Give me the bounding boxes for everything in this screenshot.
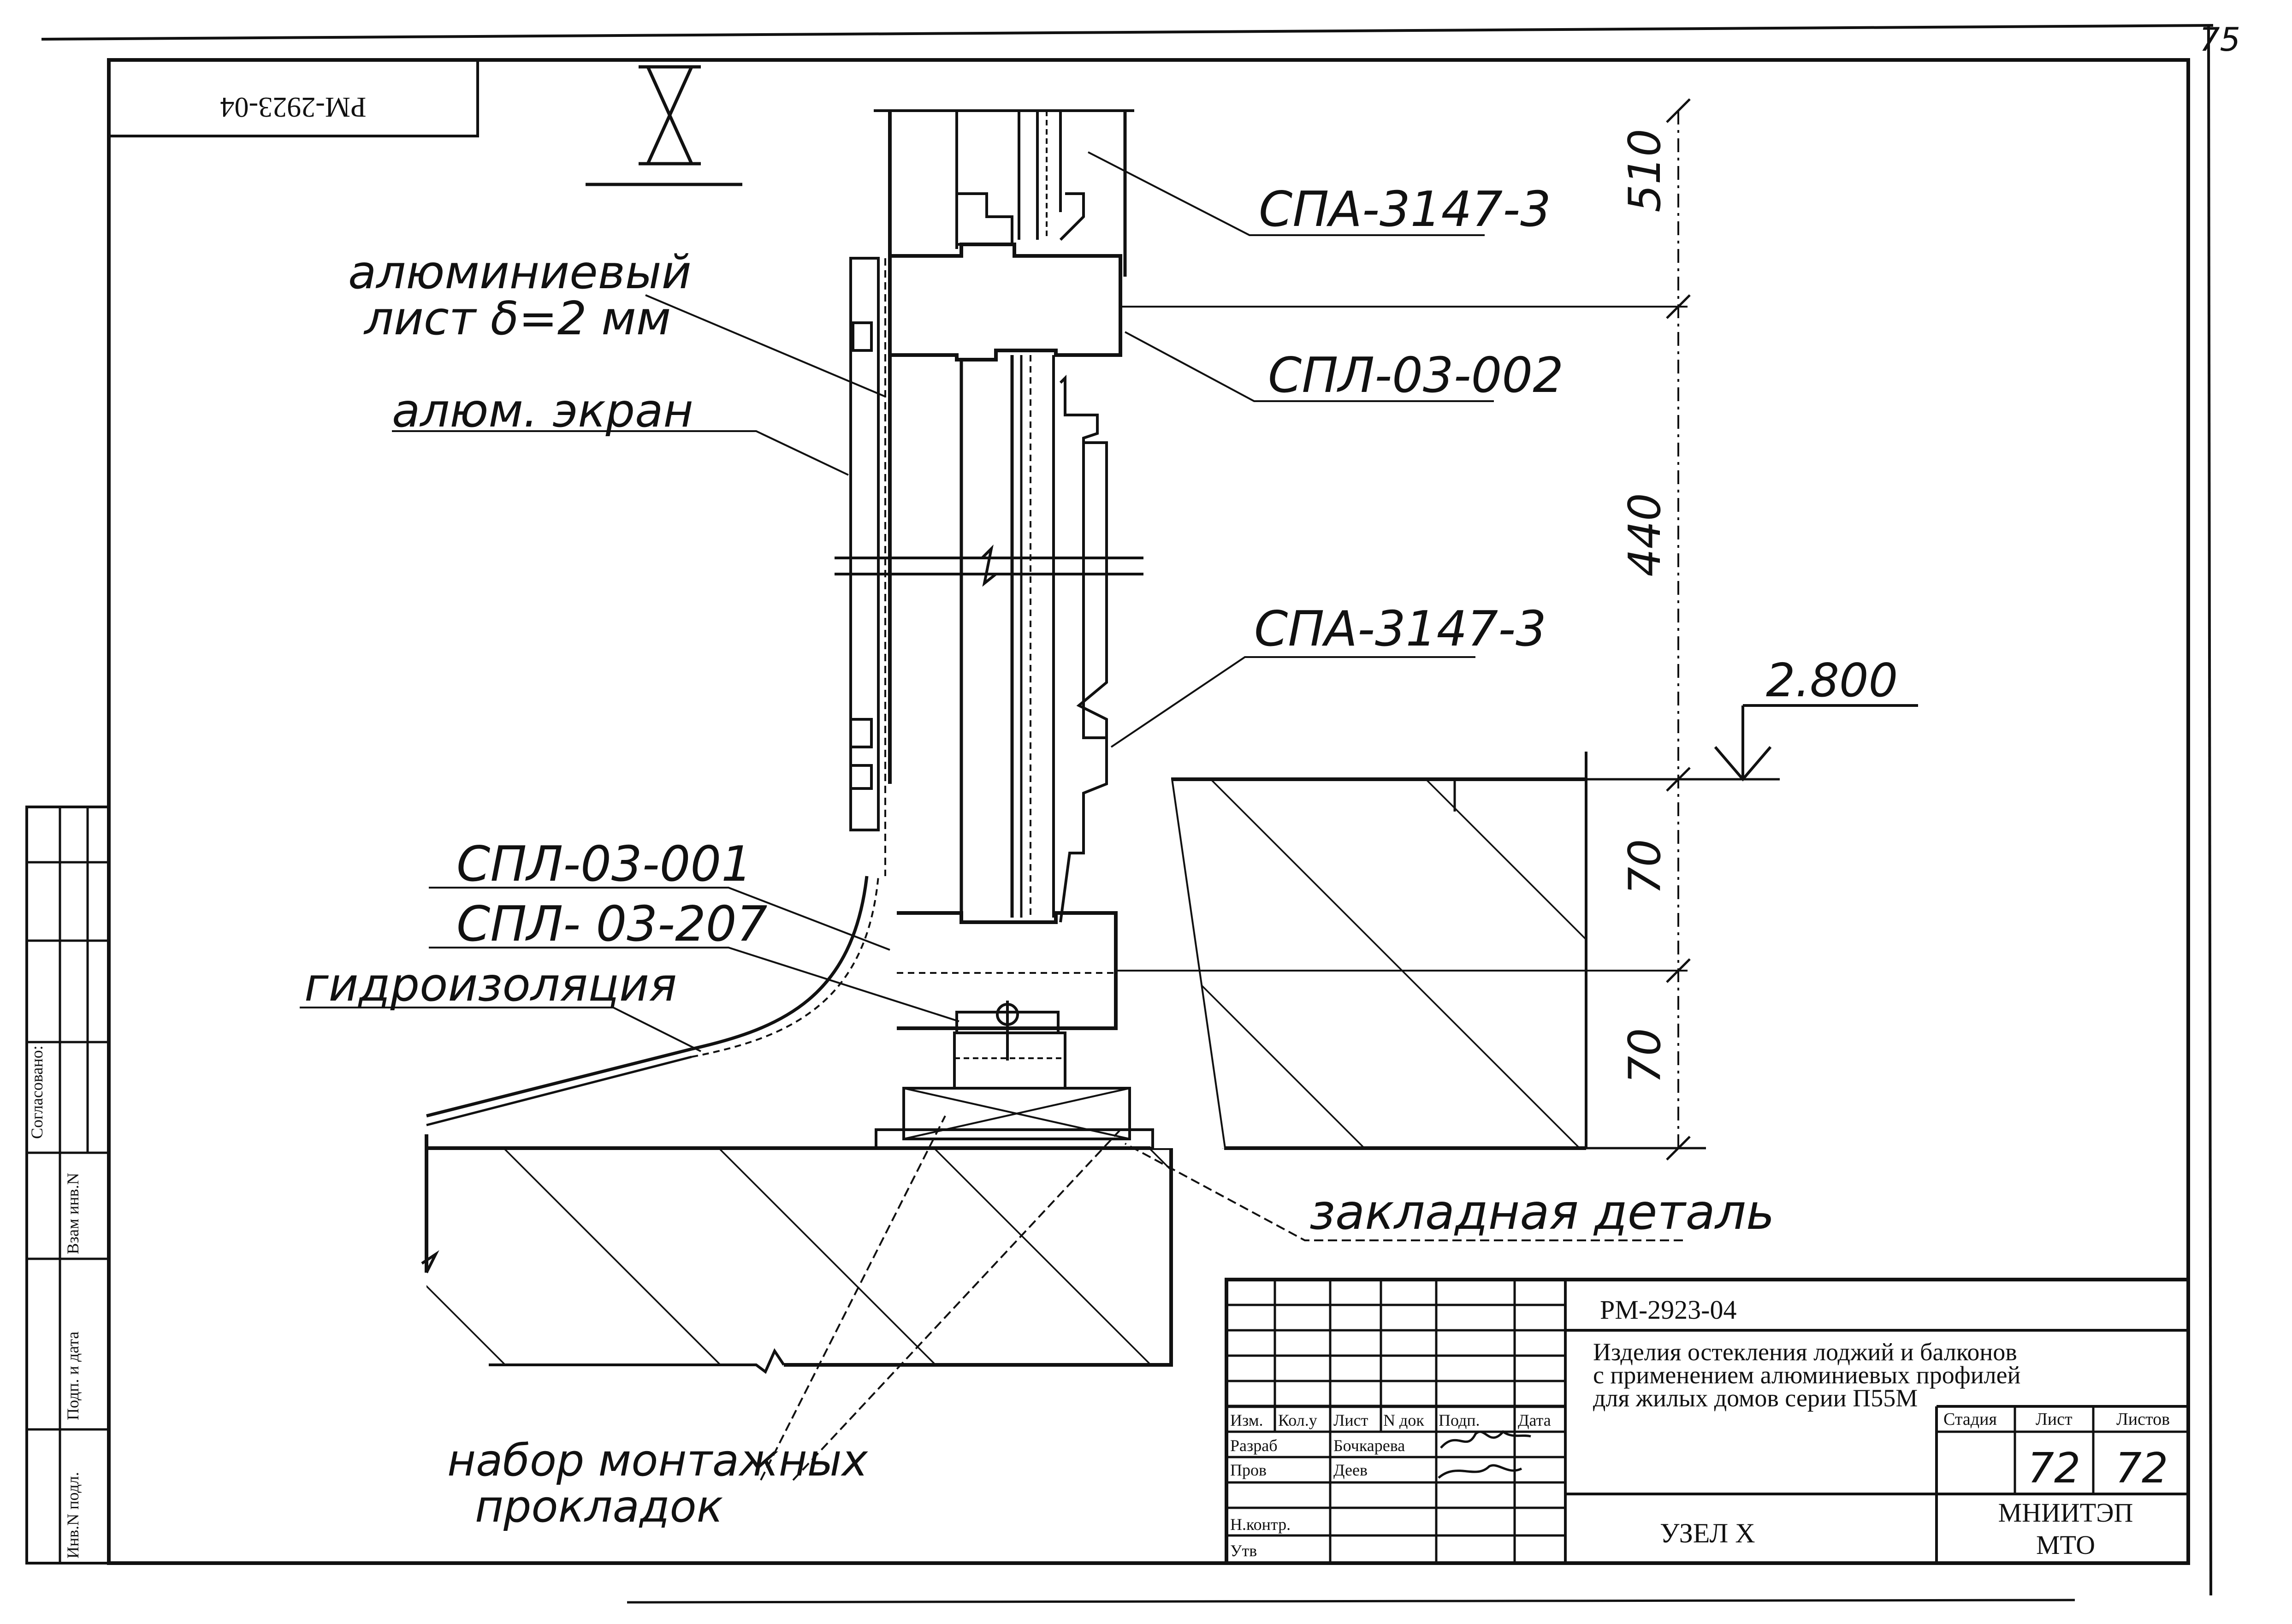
tb-stadiya: Стадия <box>1943 1410 1997 1429</box>
tb-col-list: Лист <box>1333 1411 1368 1429</box>
rotated-code: РМ-2923-04 <box>220 91 367 123</box>
signature-razrab <box>1440 1430 1531 1449</box>
tb-listov-val: 72 <box>2115 1444 2168 1493</box>
window-profile <box>835 109 1154 1150</box>
tb-code: РМ-2923-04 <box>1600 1295 1736 1325</box>
tb-org-1: МНИИТЭП <box>1998 1498 2133 1528</box>
tb-col-izm: Изм. <box>1230 1411 1263 1429</box>
label-alum-screen: алюм. экран <box>392 384 693 438</box>
sheet-corner-number: 75 <box>2199 21 2240 59</box>
tb-razrab: Разраб <box>1230 1436 1278 1455</box>
dim-70-top: 70 <box>1620 839 1670 895</box>
tb-title-3: для жилых домов серии П55М <box>1593 1384 1918 1412</box>
label-spl-207: СПЛ- 03-207 <box>456 896 767 952</box>
label-alum-sheet-1: алюминиевый <box>348 245 692 299</box>
tb-utv: Утв <box>1230 1541 1257 1560</box>
label-embedded-part: закладная деталь <box>1309 1184 1775 1240</box>
tb-prov-name: Деев <box>1333 1461 1368 1479</box>
title-block: РМ-2923-04 Изделия остекления лоджий и б… <box>1225 1278 2190 1565</box>
stamp-inv-podl: Инв.N подл. <box>64 1472 82 1559</box>
tb-org-2: МТО <box>2036 1530 2095 1560</box>
dim-440: 440 <box>1620 493 1670 576</box>
rotated-code-box: РМ-2923-04 <box>107 59 479 137</box>
label-alum-sheet-2: лист δ=2 мм <box>363 291 671 345</box>
tb-list-val: 72 <box>2028 1444 2081 1493</box>
dim-510: 510 <box>1620 129 1670 212</box>
tb-col-podp: Подп. <box>1439 1411 1480 1429</box>
label-spl-001: СПЛ-03-001 <box>456 836 752 892</box>
tb-title-2: с применением алюминиевых профилей <box>1593 1361 2020 1389</box>
tb-prov: Пров <box>1230 1461 1267 1479</box>
node-mark <box>586 65 742 186</box>
stamp-podp-data: Подп. и дата <box>64 1332 82 1420</box>
label-waterproofing: гидроизоляция <box>304 958 677 1012</box>
stamp-agreed: Согласовано: <box>28 1045 46 1139</box>
tb-title-1: Изделия остекления лоджий и балконов <box>1593 1338 2017 1366</box>
dim-70-bottom: 70 <box>1620 1028 1670 1084</box>
tb-col-kolu: Кол.у <box>1278 1411 1317 1429</box>
label-pads-1: набор монтажных <box>447 1435 869 1486</box>
tb-col-data: Дата <box>1518 1411 1551 1429</box>
label-spa-mid: СПА-3147-3 <box>1254 601 1546 657</box>
tb-col-ndok: N док <box>1383 1411 1424 1429</box>
tb-sheet-name: УЗЕЛ X <box>1660 1518 1755 1548</box>
tb-nkontr: Н.контр. <box>1230 1515 1291 1534</box>
waterproofing-layer <box>426 876 879 1126</box>
tb-list: Лист <box>2036 1410 2073 1429</box>
annotations: алюминиевый лист δ=2 мм алюм. экран СПА-… <box>300 151 1775 1532</box>
concrete-slab <box>421 1134 1173 1374</box>
wall-block <box>1150 752 1587 1150</box>
stamp-vzam: Взам инв.N <box>64 1173 82 1254</box>
dimension-chain: 510 440 70 70 2.800 <box>1116 98 1918 1161</box>
label-pads-2: прокладок <box>475 1482 723 1532</box>
side-stamp: Согласовано: Взам инв.N Подп. и дата Инв… <box>25 806 110 1565</box>
level-mark: 2.800 <box>1766 653 1898 707</box>
tb-razrab-name: Бочкарева <box>1333 1436 1405 1455</box>
label-spl-002: СПЛ-03-002 <box>1268 347 1564 403</box>
signature-prov <box>1438 1464 1522 1479</box>
tb-listov: Листов <box>2116 1410 2170 1429</box>
label-spa-top: СПА-3147-3 <box>1259 181 1551 237</box>
